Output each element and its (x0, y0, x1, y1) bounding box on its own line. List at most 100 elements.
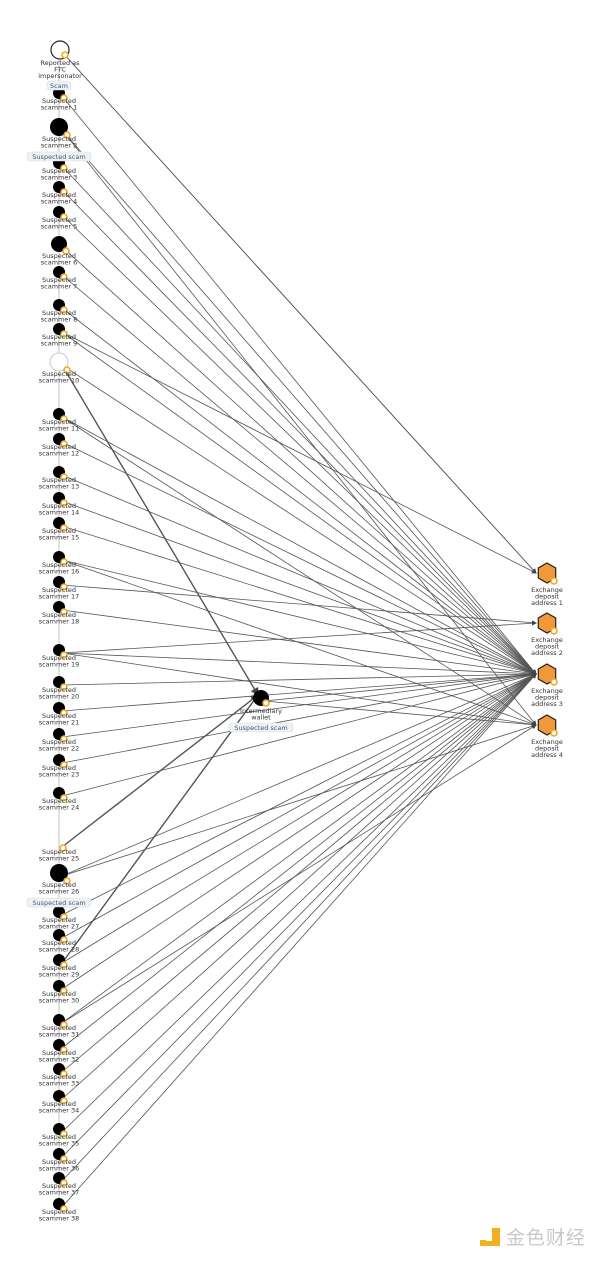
node-label: Suspected (42, 848, 76, 856)
node-label: scammer 36 (39, 1165, 80, 1173)
token-badge-icon (60, 188, 68, 196)
edge-s31-ex4 (61, 724, 537, 1024)
token-badge-icon (60, 1155, 68, 1163)
token-badge-icon (60, 415, 68, 423)
node-label: Suspected (42, 764, 76, 772)
node-label: scammer 26 (39, 888, 80, 896)
node-label: deposit (535, 694, 559, 702)
edge-s24-ex3 (61, 672, 537, 797)
edge-s27-ex3 (61, 673, 537, 916)
tag-badge[interactable]: Suspected scam (26, 897, 92, 908)
node-label: Suspected (42, 939, 76, 947)
node-label: scammer 3 (41, 174, 77, 182)
node-label: impersonator (38, 72, 82, 80)
node-label: Reported as (40, 59, 80, 67)
edge-s23-ex3 (61, 672, 537, 764)
edge-s17-ex2 (61, 584, 537, 626)
node-label: scammer 20 (39, 693, 80, 701)
token-badge-icon (60, 330, 68, 338)
node-label: Suspected (42, 370, 76, 378)
node-label: Suspected (42, 797, 76, 805)
token-badge-icon (60, 1021, 68, 1029)
token-badge-icon (62, 247, 70, 255)
node-label: Suspected (42, 686, 76, 694)
edge-s38-ex3 (61, 673, 537, 1208)
node-label: Suspected (42, 1100, 76, 1108)
node-label: Exchange (531, 687, 563, 695)
node-label: scammer 6 (41, 259, 77, 267)
node-label: Suspected (42, 964, 76, 972)
edge-s25-int (61, 694, 260, 848)
token-badge-icon (60, 273, 68, 281)
exchange-hexagon-icon (537, 714, 557, 736)
edge-s19-ex4 (61, 652, 537, 727)
token-badge-icon (550, 627, 558, 635)
tag-badge[interactable]: Suspected scam (26, 151, 92, 162)
token-badge-icon (63, 877, 71, 885)
wallet-icon (49, 352, 69, 372)
node-label: Suspected (42, 1158, 76, 1166)
nodes: Reported asFTCimpersonatorSuspectedscamm… (38, 40, 563, 1223)
token-badge-icon (60, 913, 68, 921)
tag-badge[interactable]: Suspected scam (228, 722, 294, 733)
tag-badge[interactable]: Scam (46, 80, 72, 91)
edge-s11-ex4 (61, 416, 537, 726)
edge-s9-ex3 (61, 331, 537, 675)
node-label: Suspected (42, 252, 76, 260)
edge-s16-ex4 (61, 559, 537, 726)
node-label: address 4 (531, 751, 563, 759)
svg-text:Suspected scam: Suspected scam (32, 899, 85, 907)
token-badge-icon (60, 1130, 68, 1138)
node-label: address 1 (531, 599, 563, 607)
edge-s14-ex3 (61, 500, 537, 675)
token-badge-icon (550, 678, 558, 686)
node-label: Suspected (42, 1049, 76, 1057)
node-label: scammer 4 (41, 198, 77, 206)
edge-s29-int (61, 693, 259, 964)
node-label: Suspected (42, 916, 76, 924)
